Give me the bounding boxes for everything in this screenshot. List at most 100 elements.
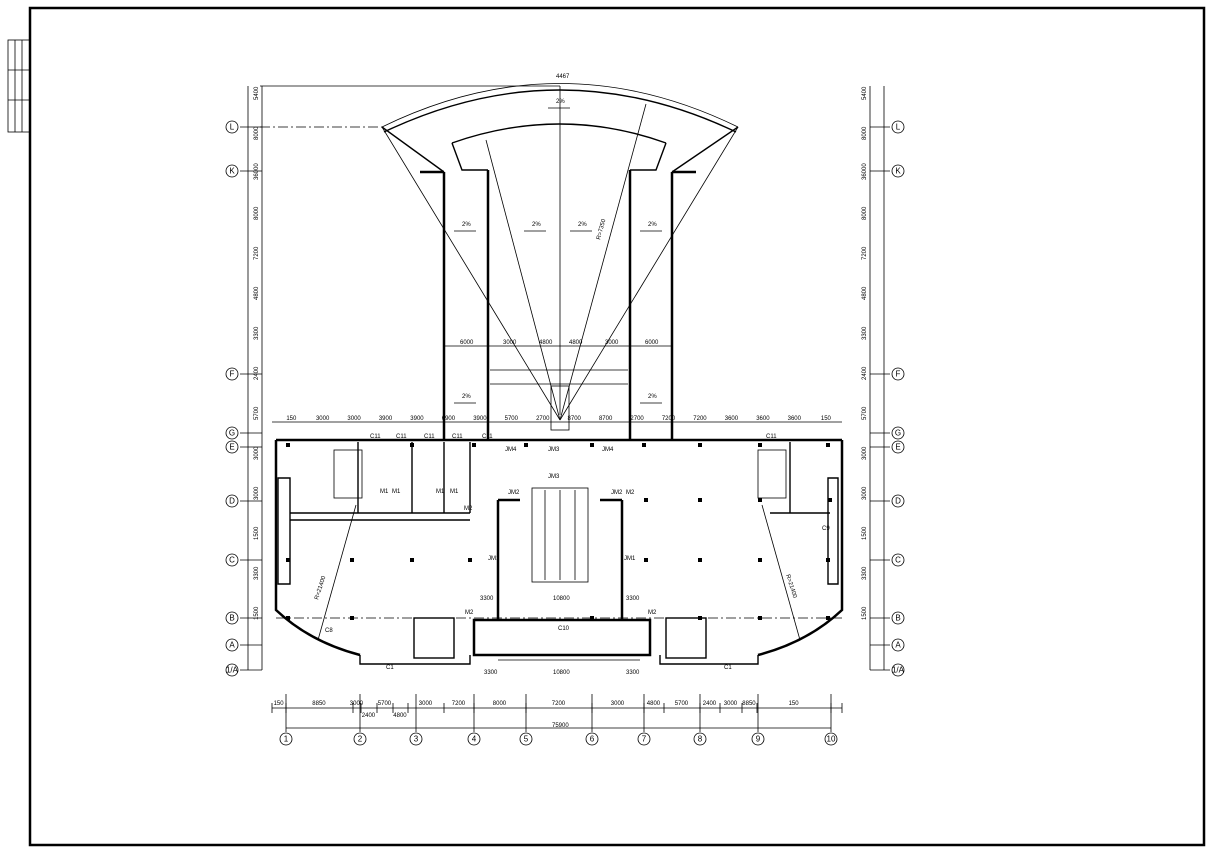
column [828, 498, 832, 502]
column [758, 443, 762, 447]
arc-dimension: 4467 [556, 74, 570, 80]
window-label: C11 [396, 434, 407, 440]
window-label: C11 [482, 434, 493, 440]
window-label: C11 [370, 434, 381, 440]
axis-bubble [891, 638, 905, 652]
bottom-dimension: 8850 [312, 701, 326, 707]
axis-bubble [225, 367, 239, 381]
column [472, 443, 476, 447]
axis-label-D: D [895, 497, 901, 506]
inner-dimension: 4800 [539, 340, 553, 346]
window-c9: C9 [822, 526, 830, 532]
column [826, 558, 830, 562]
right-dimension: 7200 [862, 246, 868, 260]
left-dimension: 36000 [254, 163, 260, 180]
door-label: JM2 [508, 490, 520, 496]
bottom-dimension: 2400 [703, 701, 717, 707]
dimension-lines [247, 86, 885, 729]
top-dimension: 8700 [599, 416, 613, 422]
column [698, 558, 702, 562]
right-dimension: 1500 [862, 526, 868, 540]
top-dimension: 3600 [725, 416, 739, 422]
top-dimension: 6900 [442, 416, 456, 422]
bottom-dimension: 7200 [452, 701, 466, 707]
axis-bubble [891, 440, 905, 454]
entrance-wings [420, 170, 696, 440]
door-label: M2 [648, 610, 657, 616]
column [286, 616, 290, 620]
window-c1-right: C1 [724, 665, 732, 671]
axis-label-9: 9 [756, 735, 761, 744]
column [286, 558, 290, 562]
column [410, 443, 414, 447]
axis-label-E: E [895, 443, 900, 452]
inner-dimension: 3000 [605, 340, 619, 346]
column [642, 443, 646, 447]
axis-label-C: C [895, 556, 901, 565]
column [644, 558, 648, 562]
axis-label-F: F [230, 370, 235, 379]
top-dimension: 3900 [473, 416, 487, 422]
escalator-width: 10800 [553, 596, 570, 602]
axis-label-F: F [896, 370, 901, 379]
slope-label: 2% [648, 222, 657, 228]
left-dimension: 7200 [254, 246, 260, 260]
axis-label-3: 3 [414, 735, 419, 744]
bottom-dimension: 150 [789, 701, 800, 707]
radius-label: R=7350 [596, 218, 607, 241]
door-label: JM1 [488, 556, 500, 562]
right-dimension: 8000 [862, 206, 868, 220]
axis-label-2: 2 [358, 735, 363, 744]
slope-label: 2% [556, 99, 565, 105]
axis-bubble [225, 164, 239, 178]
column [826, 443, 830, 447]
bottom-dimension: 7200 [552, 701, 566, 707]
right-dimension: 5700 [862, 406, 868, 420]
axis-bubble [225, 494, 239, 508]
left-dimension: 5700 [254, 406, 260, 420]
right-dimension: 3300 [862, 566, 868, 580]
inner-dimension: 6000 [460, 340, 474, 346]
axis-bubble [225, 663, 239, 677]
window-c1-left: C1 [386, 665, 394, 671]
axis-bubble [751, 732, 765, 746]
axis-bubble [279, 732, 293, 746]
left-dimension: 3300 [254, 326, 260, 340]
axis-bubble [891, 120, 905, 134]
door-label: M1 [450, 489, 459, 495]
top-dimension: 3600 [788, 416, 802, 422]
column [758, 558, 762, 562]
axis-bubble [891, 367, 905, 381]
bottom-dimension: 150 [274, 701, 285, 707]
inner-dimension: 3000 [503, 340, 517, 346]
door-label: JM3 [548, 447, 560, 453]
column [590, 616, 594, 620]
axis-bubble [225, 426, 239, 440]
axis-label-A: A [229, 641, 235, 650]
left-dimension: 8000 [254, 206, 260, 220]
axis-bubble [585, 732, 599, 746]
axis-bubble [225, 638, 239, 652]
right-dimension: 5400 [862, 86, 868, 100]
door-label: M2 [465, 610, 474, 616]
bottom-dimension: 2400 [362, 713, 376, 719]
column [758, 616, 762, 620]
left-dimension: 1500 [254, 526, 260, 540]
axis-bubble [225, 553, 239, 567]
slope-label: 2% [462, 394, 471, 400]
axis-label-B: B [895, 614, 900, 623]
axis-bubble [824, 732, 838, 746]
inner-dimension: 4800 [569, 340, 583, 346]
door-label: M1 [392, 489, 401, 495]
window-c8: C8 [325, 628, 333, 634]
axis-label-7: 7 [642, 735, 647, 744]
axis-label-B: B [229, 614, 234, 623]
axis-bubble [891, 611, 905, 625]
column [698, 498, 702, 502]
column [826, 616, 830, 620]
window-label: C11 [424, 434, 435, 440]
column [758, 498, 762, 502]
right-dimension: 36000 [862, 163, 868, 180]
bottom-dimension: 3000 [419, 701, 433, 707]
slope-label: 2% [462, 222, 471, 228]
